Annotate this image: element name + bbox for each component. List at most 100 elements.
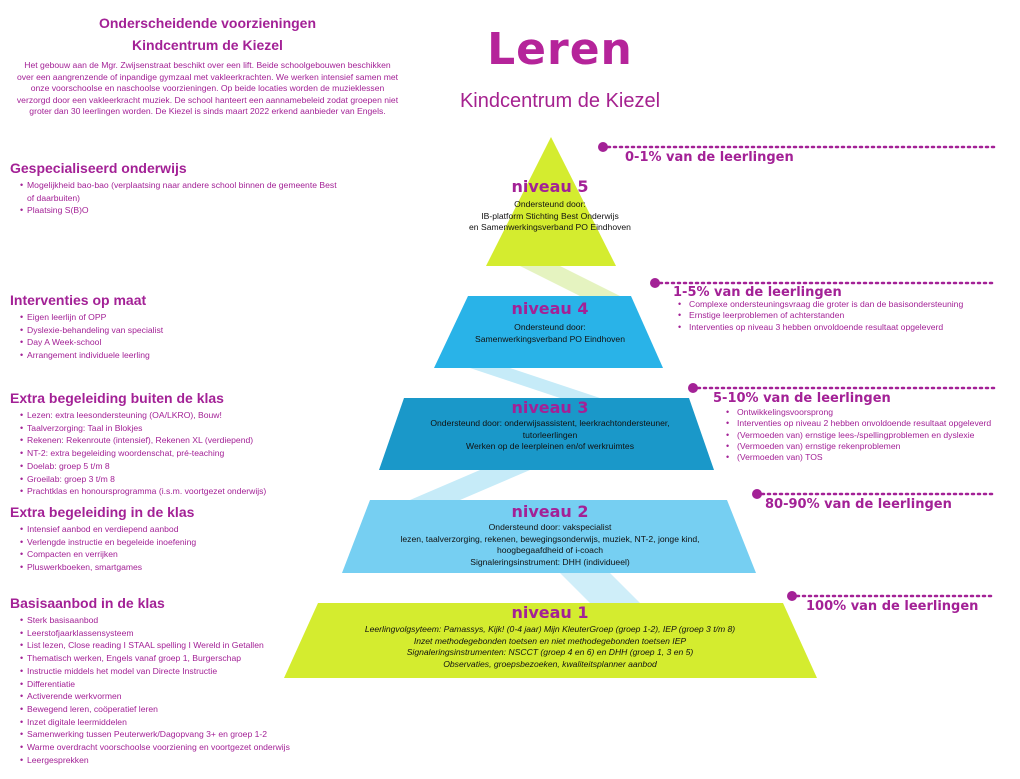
list-item: Dyslexie-behandeling van specialist [20, 324, 340, 337]
list-item: NT-2: extra begeleiding woordenschat, pr… [20, 447, 340, 460]
section-list: Eigen leerlijn of OPP Dyslexie-behandeli… [10, 311, 340, 362]
level-2: niveau 2 Ondersteund door: vakspecialist… [360, 503, 740, 568]
list-item: List lezen, Close reading I STAAL spelli… [20, 639, 340, 652]
page-title: Leren [487, 24, 633, 75]
level-2-line: Signaleringsinstrument: DHH (individueel… [470, 556, 630, 567]
list-item: Verlengde instructie en begeleide inoefe… [20, 536, 340, 549]
section-title: Extra begeleiding in de klas [10, 504, 195, 520]
intro-body: Het gebouw aan de Mgr. Zwijsenstraat bes… [16, 60, 399, 117]
list-item: Ontwikkelingsvoorsprong [723, 407, 1008, 419]
leader-dot-1 [787, 591, 797, 601]
section-title: Gespecialiseerd onderwijs [10, 160, 187, 176]
level-3-text: Ondersteund door: onderwijsassistent, le… [395, 418, 705, 453]
list-item: Interventies op niveau 3 hebben onvoldoe… [675, 322, 1005, 334]
level-3-criteria: Ontwikkelingsvoorsprong Interventies op … [723, 407, 1008, 464]
list-item: Samenwerking tussen Peuterwerk/Dagopvang… [20, 728, 340, 741]
level-5-line: Ondersteund door: [514, 199, 586, 209]
list-item: Doelab: groep 5 t/m 8 [20, 460, 340, 473]
pct-level-5: 0-1% van de leerlingen [625, 150, 794, 165]
level-1-line: Leerlingvolgsyteem: Pamassys, Kijk! (0-4… [364, 624, 736, 634]
list-item: Sterk basisaanbod [20, 614, 340, 627]
section-list: Mogelijkheid bao-bao (verplaatsing naar … [10, 179, 340, 217]
section-gespecialiseerd-onderwijs: Gespecialiseerd onderwijs Mogelijkheid b… [10, 160, 340, 217]
list-item: Inzet digitale leermiddelen [20, 716, 340, 729]
section-extra-begeleiding-in-de-klas: Extra begeleiding in de klas Intensief a… [10, 504, 340, 574]
section-title: Interventies op maat [10, 292, 147, 308]
list-item: Pluswerkboeken, smartgames [20, 561, 340, 574]
section-interventies-op-maat: Interventies op maat Eigen leerlijn of O… [10, 292, 340, 362]
intro-heading-2: Kindcentrum de Kiezel [132, 37, 283, 53]
pct-level-2: 80-90% van de leerlingen [765, 497, 952, 512]
list-item: (Vermoeden van) TOS [723, 452, 1008, 464]
level-2-text: Ondersteund door: vakspecialist lezen, t… [360, 522, 740, 568]
pct-level-4: 1-5% van de leerlingen [673, 285, 842, 300]
level-5: niveau 5 Ondersteund door: IB-platform S… [450, 178, 650, 234]
level-1: niveau 1 Leerlingvolgsyteem: Pamassys, K… [300, 604, 800, 670]
leader-dot-3 [688, 383, 698, 393]
level-4-line: Samenwerkingsverband PO Eindhoven [474, 333, 625, 344]
level-4-name: niveau 4 [511, 299, 589, 318]
level-1-line: Inzet methodegebonden toetsen en niet me… [413, 635, 687, 646]
list-item: Eigen leerlijn of OPP [20, 311, 340, 324]
list-item: Bewegend leren, coöperatief leren [20, 703, 340, 716]
level-4: niveau 4 Ondersteund door: Samenwerkings… [440, 300, 660, 345]
level-2-line: hoogbegaafdheid of i-coach [496, 545, 604, 555]
list-item: Complexe ondersteuningsvraag die groter … [675, 299, 1005, 311]
level-2-shape [342, 500, 756, 573]
level-3-line: Ondersteund door: onderwijsassistent, le… [430, 418, 670, 428]
list-item: Differentiatie [20, 678, 340, 691]
list-item: Thematisch werken, Engels vanaf groep 1,… [20, 652, 340, 665]
level-5-line: IB-platform Stichting Best Onderwijs [481, 210, 619, 221]
list-item: Day A Week-school [20, 336, 340, 349]
level-4-line: Ondersteund door: [514, 322, 586, 332]
section-list: Sterk basisaanbod Leerstofjaarklassensys… [10, 614, 340, 766]
pct-level-1: 100% van de leerlingen [806, 599, 979, 614]
list-item: Leergesprekken [20, 754, 340, 767]
level-2-name: niveau 2 [511, 502, 589, 521]
section-title: Extra begeleiding buiten de klas [10, 390, 224, 406]
list-item: Arrangement individuele leerling [20, 349, 340, 362]
list-item: Rekenen: Rekenroute (intensief), Rekenen… [20, 434, 340, 447]
ribbon-2-1 [560, 573, 640, 603]
leader-dot-4 [650, 278, 660, 288]
section-list: Intensief aanbod en verdiepend aanbod Ve… [10, 523, 340, 574]
leader-dot-2 [752, 489, 762, 499]
level-1-line: Observaties, groepsbezoeken, kwaliteitsp… [443, 658, 657, 669]
level-4-criteria: Complexe ondersteuningsvraag die groter … [675, 299, 1005, 333]
section-list: Lezen: extra leesondersteuning (OA/LKRO)… [10, 409, 340, 498]
ribbon-5-4 [520, 266, 620, 296]
intro-heading-1: Onderscheidende voorzieningen [98, 15, 317, 31]
page-subtitle: Kindcentrum de Kiezel [459, 90, 661, 112]
level-3-shape [379, 398, 714, 470]
list-item: Mogelijkheid bao-bao (verplaatsing naar … [20, 179, 340, 204]
level-1-shape [284, 603, 817, 678]
level-3-line: Werken op de leerpleinen en/of werkruimt… [466, 441, 634, 451]
level-2-line: lezen, taalverzorging, rekenen, beweging… [400, 533, 700, 544]
section-extra-begeleiding-buiten-de-klas: Extra begeleiding buiten de klas Lezen: … [10, 390, 340, 498]
list-item: Warme overdracht voorschoolse voorzienin… [20, 741, 340, 754]
level-1-text: Leerlingvolgsyteem: Pamassys, Kijk! (0-4… [300, 624, 800, 670]
level-3-name: niveau 3 [511, 398, 589, 417]
list-item: Lezen: extra leesondersteuning (OA/LKRO)… [20, 409, 340, 422]
ribbon-4-3 [470, 368, 600, 398]
list-item: Prachtklas en honoursprogramma (i.s.m. v… [20, 485, 340, 498]
leader-dot-5 [598, 142, 608, 152]
level-1-line: Signaleringsinstrumenten: NSCCT (groep 4… [406, 647, 694, 657]
level-1-name: niveau 1 [511, 603, 589, 622]
pct-level-3: 5-10% van de leerlingen [713, 391, 891, 406]
level-5-shape [486, 137, 616, 266]
ribbon-3-2 [410, 470, 530, 500]
section-basisaanbod-in-de-klas: Basisaanbod in de klas Sterk basisaanbod… [10, 595, 340, 766]
intro-block: Onderscheidende voorzieningen Kindcentru… [15, 12, 400, 118]
level-2-line: Ondersteund door: vakspecialist [488, 522, 612, 532]
level-3-line: tutorleerlingen [522, 429, 578, 440]
list-item: Leerstofjaarklassensysteem [20, 627, 340, 640]
level-5-name: niveau 5 [511, 177, 589, 196]
list-item: Compacten en verrijken [20, 548, 340, 561]
list-item: Ernstige leerproblemen of achterstanden [675, 310, 1005, 322]
list-item: Plaatsing S(B)O [20, 204, 340, 217]
list-item: Instructie middels het model van Directe… [20, 665, 340, 678]
section-title: Basisaanbod in de klas [10, 595, 165, 611]
list-item: (Vermoeden van) ernstige lees-/spellingp… [723, 430, 1008, 442]
